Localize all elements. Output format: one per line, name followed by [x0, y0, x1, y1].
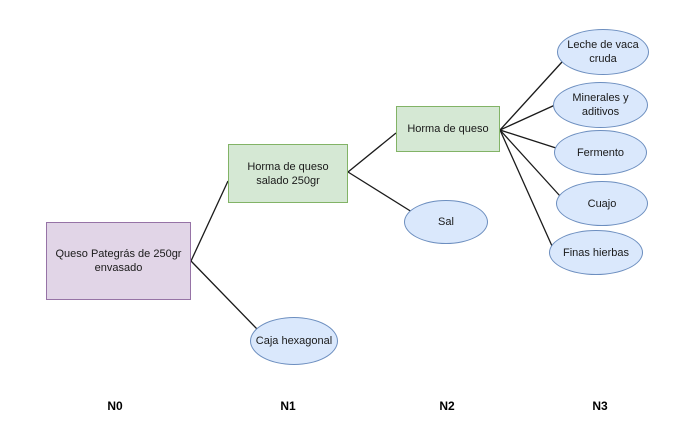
- node-n0-producto[interactable]: Queso Pategrás de 250gr envasado: [46, 222, 191, 300]
- edge-n2-horma-de-queso-to-n3-minerales-y-aditivos: [499, 104, 556, 131]
- level-label-n2: N2: [439, 399, 455, 413]
- edge-n1-horma-salada-to-n2-horma-de-queso: [347, 132, 397, 173]
- edge-n2-horma-de-queso-to-n3-leche-de-vaca-cruda: [499, 61, 563, 131]
- edge-n2-horma-de-queso-to-n3-fermento: [499, 129, 557, 149]
- node-label: Horma de queso salado 250gr: [247, 160, 329, 187]
- node-label: Sal: [438, 216, 454, 228]
- node-label: Finas hierbas: [562, 246, 630, 259]
- edge-n0-producto-to-n1-horma-salada: [190, 180, 229, 262]
- node-n1-caja-hexagonal[interactable]: Caja hexagonal: [250, 317, 338, 365]
- node-label: Fermento: [576, 146, 625, 159]
- edge-n1-horma-salada-to-n2-sal: [347, 171, 413, 213]
- edge-n2-horma-de-queso-to-n3-cuajo: [499, 129, 561, 197]
- edge-n0-producto-to-n1-caja-hexagonal: [190, 260, 259, 331]
- node-n3-fermento[interactable]: Fermento: [554, 130, 647, 175]
- node-label: Horma de queso: [407, 123, 489, 135]
- node-n2-horma-de-queso[interactable]: Horma de queso: [396, 106, 500, 152]
- node-label: Minerales y aditivos: [572, 92, 629, 118]
- node-n2-sal[interactable]: Sal: [404, 200, 488, 244]
- level-label-n0: N0: [107, 399, 123, 413]
- node-n3-cuajo[interactable]: Cuajo: [556, 181, 648, 226]
- node-n3-leche-de-vaca-cruda[interactable]: Leche de vaca cruda: [557, 29, 649, 75]
- level-label-n3: N3: [592, 399, 608, 413]
- node-label: Cuajo: [587, 197, 617, 210]
- node-n1-horma-salada[interactable]: Horma de queso salado 250gr: [228, 144, 348, 203]
- node-label: Queso Pategrás de 250gr envasado: [55, 248, 182, 274]
- node-label: Leche de vaca cruda: [567, 39, 639, 65]
- node-n3-minerales-y-aditivos[interactable]: Minerales y aditivos: [553, 82, 648, 128]
- edge-n2-horma-de-queso-to-n3-finas-hierbas: [499, 129, 553, 247]
- node-n3-finas-hierbas[interactable]: Finas hierbas: [549, 230, 643, 275]
- node-label: Caja hexagonal: [255, 335, 333, 347]
- level-label-n1: N1: [280, 399, 296, 413]
